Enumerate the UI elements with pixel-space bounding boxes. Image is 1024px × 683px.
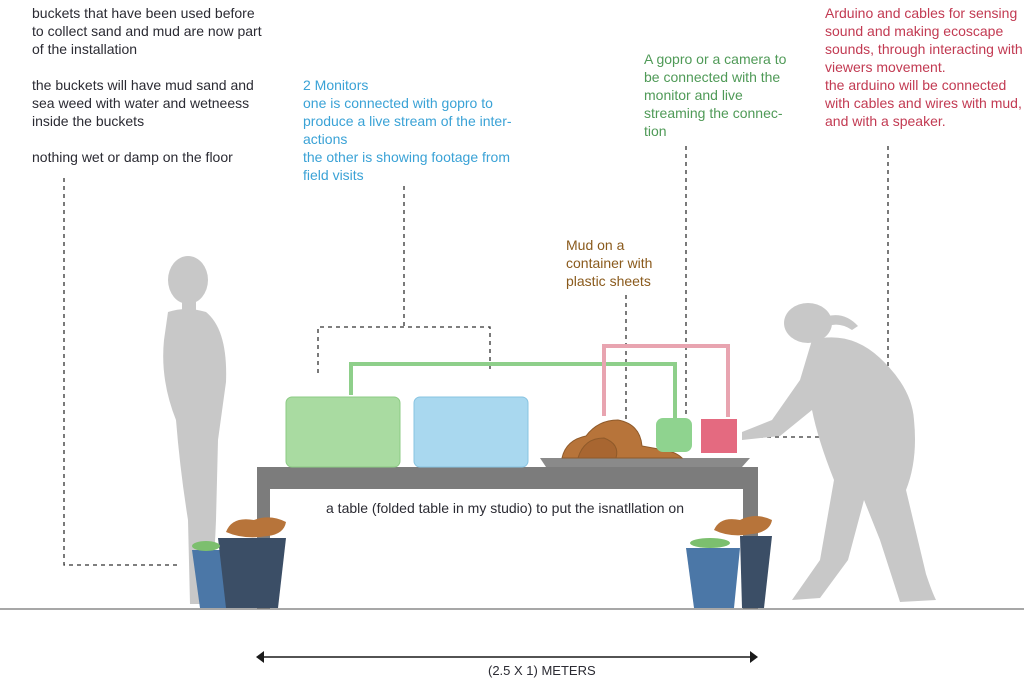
monitors-bracket-line [317,326,491,373]
buckets-leader-line [63,178,178,566]
monitor-field-footage [413,396,529,468]
arduino-note: Arduino and cables for sensing sound and… [825,5,1023,129]
monitors-note: 2 Monitors one is connected with gopro t… [303,77,512,183]
gopro-camera [656,418,692,452]
table-note: a table (folded table in my studio) to p… [326,500,684,516]
sensor-connection-line [602,344,730,420]
table [257,467,758,609]
right-buckets [686,516,772,608]
gopro-note: A gopro or a camera to be connected with… [644,51,787,139]
standing-person-icon [163,256,227,604]
arduino-sensor [699,417,739,455]
double-arrow-icon [256,651,758,663]
mud-note: Mud on a container with plastic sheets [566,237,653,289]
leaning-person-icon [742,303,936,602]
monitor-gopro [285,396,401,468]
dimension-label: (2.5 X 1) METERS [488,663,596,678]
mud-tray [540,458,750,467]
left-buckets [192,517,286,608]
mud-pile [561,419,684,459]
buckets-note: buckets that have been used before to co… [32,5,262,165]
camera-connection-line [349,362,677,420]
